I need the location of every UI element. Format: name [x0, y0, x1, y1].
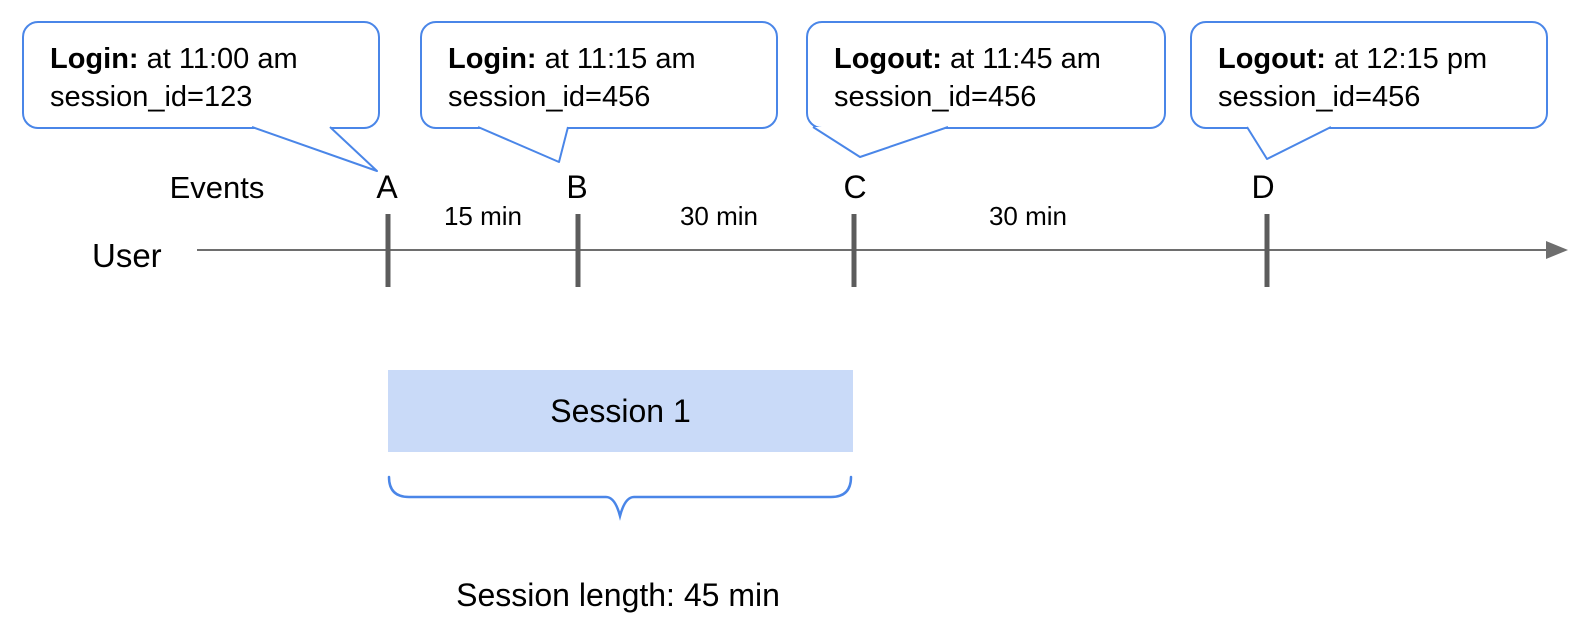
event-time-label: at 11:45 am	[941, 43, 1101, 75]
callout-logout-d: Logout: at 12:15 pm session_id=456	[1190, 21, 1548, 129]
session-id-label: session_id=456	[448, 81, 651, 113]
event-marker-d: D	[1251, 169, 1275, 205]
event-type-label: Login:	[448, 43, 537, 75]
interval-a-b-label: 15 min	[443, 201, 523, 231]
session-1-label: Session 1	[550, 392, 691, 429]
event-marker-c: C	[843, 169, 867, 205]
interval-c-d-label: 30 min	[988, 201, 1068, 231]
callout-line1: Logout: at 12:15 pm	[1218, 40, 1546, 78]
callout-login-b-text: Login: at 11:15 am session_id=456	[422, 23, 776, 116]
callout-logout-c-text: Logout: at 11:45 am session_id=456	[808, 23, 1164, 116]
callout-logout-d-text: Logout: at 12:15 pm session_id=456	[1192, 23, 1546, 116]
event-type-label: Logout:	[1218, 43, 1326, 75]
session-id-label: session_id=456	[834, 81, 1037, 113]
timeline-arrowhead-icon	[1546, 241, 1568, 259]
event-marker-b: B	[566, 169, 588, 205]
callout-tail-b-icon	[477, 126, 569, 163]
event-type-label: Login:	[50, 43, 139, 75]
callout-login-b: Login: at 11:15 am session_id=456	[420, 21, 778, 129]
event-time-label: at 11:00 am	[138, 43, 298, 75]
session-length-brace-icon	[387, 475, 853, 521]
event-time-label: at 12:15 pm	[1325, 43, 1488, 75]
user-row-label: User	[92, 237, 162, 274]
callout-tail-c-icon	[812, 126, 949, 158]
session-id-label: session_id=123	[50, 81, 253, 113]
session-length-label: Session length: 45 min	[456, 577, 780, 613]
event-type-label: Logout:	[834, 43, 942, 75]
event-time-label: at 11:15 am	[536, 43, 696, 75]
interval-b-c-label: 30 min	[679, 201, 759, 231]
callout-tail-d-icon	[1246, 126, 1332, 160]
callout-line1: Login: at 11:15 am	[448, 40, 776, 78]
callout-logout-c: Logout: at 11:45 am session_id=456	[806, 21, 1166, 129]
callout-line1: Logout: at 11:45 am	[834, 40, 1164, 78]
callout-login-a: Login: at 11:00 am session_id=123	[22, 21, 380, 129]
session-1-box: Session 1	[388, 370, 853, 452]
events-row-label: Events	[169, 170, 265, 205]
event-marker-a: A	[376, 169, 398, 205]
callout-line1: Login: at 11:00 am	[50, 40, 378, 78]
callout-tail-a-icon	[251, 126, 378, 172]
callout-login-a-text: Login: at 11:00 am session_id=123	[24, 23, 378, 116]
session-id-label: session_id=456	[1218, 81, 1421, 113]
